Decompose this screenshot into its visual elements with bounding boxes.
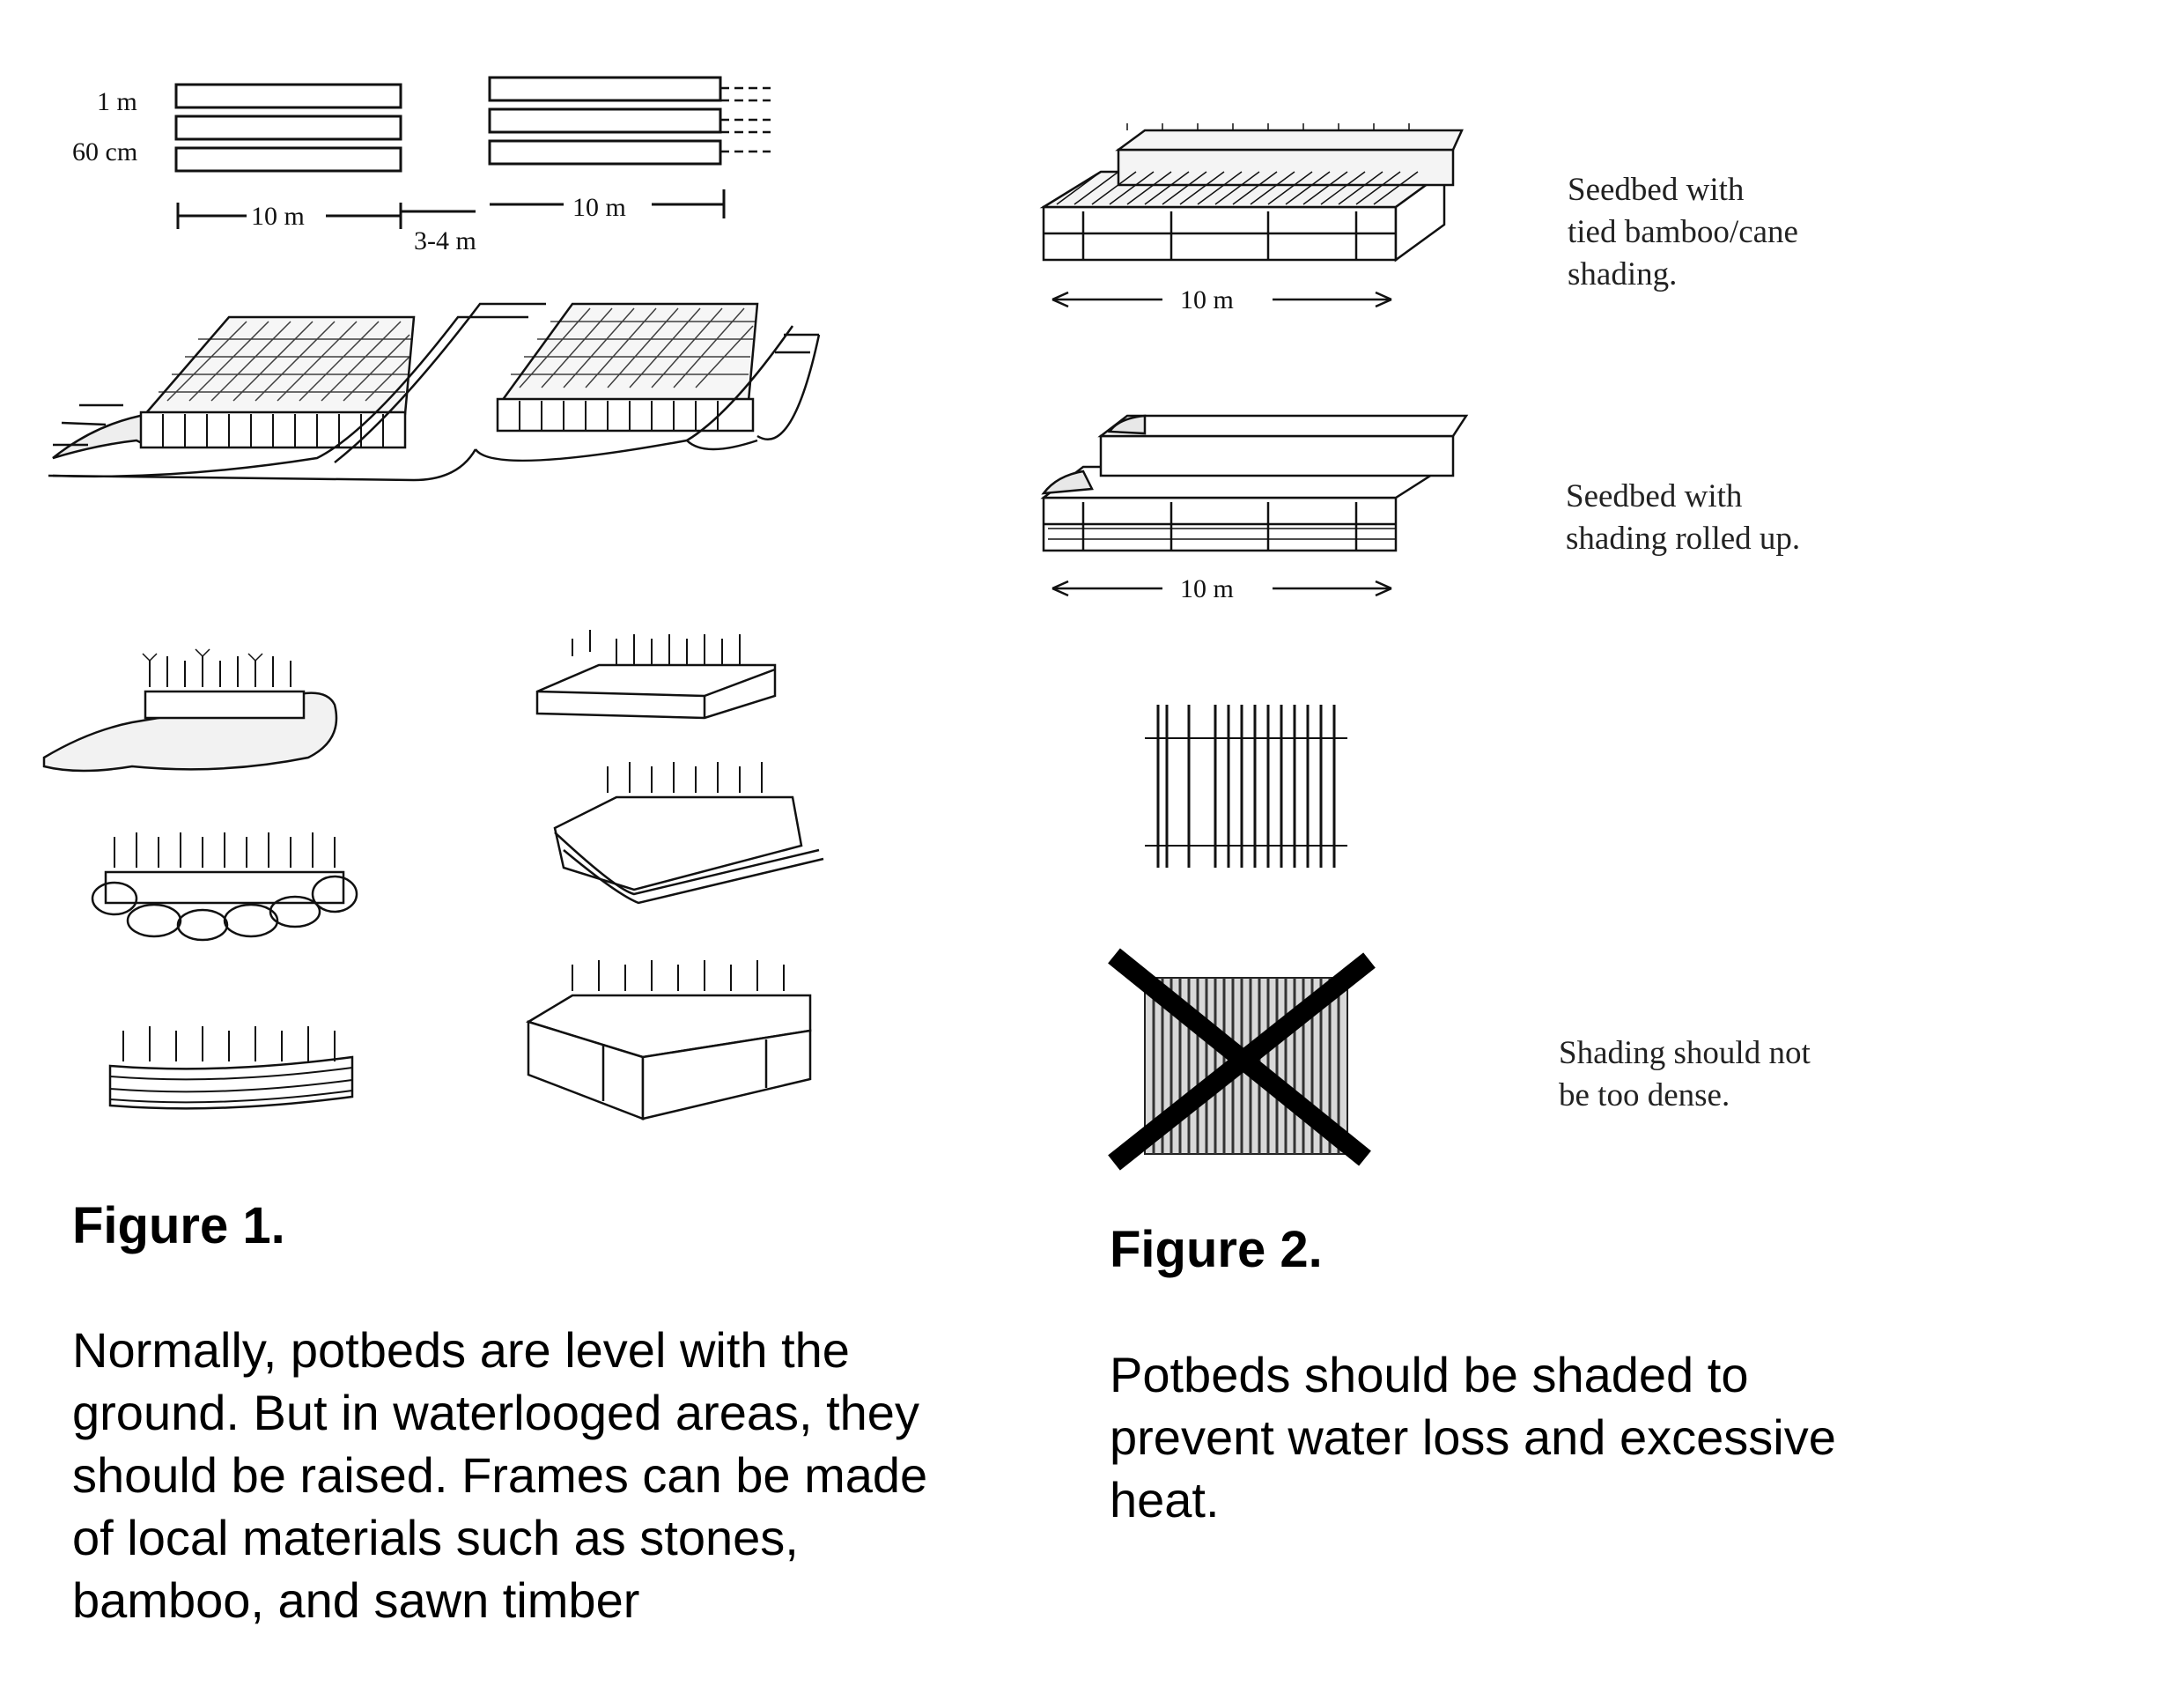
- seedbed-length-bottom-label: 10 m: [1180, 574, 1234, 603]
- figure-2-caption-line-2: prevent water loss and excessive: [1110, 1409, 1836, 1465]
- cross-mark-icon: [1108, 948, 1376, 1171]
- label-too-dense-line-2: be too dense.: [1559, 1077, 1730, 1113]
- label-tied-shading-line-3: shading.: [1568, 256, 1678, 292]
- figure-2-caption-line-1: Potbeds should be shaded to: [1110, 1347, 1749, 1402]
- seedbed-rolled-up-drawing: [1040, 414, 1469, 597]
- bed-length-left-label: 10 m: [251, 202, 305, 231]
- label-rolled-up-line-2: shading rolled up.: [1566, 521, 1801, 557]
- figure-1-caption-line-1: Normally, potbeds are level with the: [72, 1322, 850, 1378]
- label-rolled-up-line-1: Seedbed with: [1566, 478, 1743, 514]
- seedbed-length-top-label: 10 m: [1180, 285, 1234, 314]
- figure-1-caption-line-4: of local materials such as stones,: [72, 1510, 799, 1565]
- bed-length-right-label: 10 m: [572, 193, 626, 222]
- label-too-dense-line-1: Shading should not: [1559, 1035, 1811, 1071]
- bed-gap-label: 60 cm: [72, 137, 137, 166]
- figure-2-caption-line-3: heat.: [1110, 1472, 1220, 1527]
- figure-1-caption: Normally, potbeds are level with the gro…: [72, 1319, 927, 1631]
- path-width-label: 3-4 m: [414, 226, 476, 255]
- figure-1-title: Figure 1.: [72, 1197, 285, 1254]
- label-tied-shading-line-1: Seedbed with: [1568, 172, 1745, 208]
- frame-examples: [42, 630, 824, 1120]
- figure-2-caption: Potbeds should be shaded to prevent wate…: [1110, 1343, 1836, 1531]
- shading-too-dense-drawing: [1108, 948, 1376, 1171]
- figure-2-title: Figure 2.: [1110, 1221, 1323, 1278]
- label-tied-shading-line-2: tied bamboo/cane: [1568, 214, 1798, 250]
- bed-height-label: 1 m: [97, 87, 137, 116]
- figure-1-caption-line-2: ground. But in waterlooged areas, they: [72, 1385, 919, 1440]
- shading-correct-density-drawing: [1145, 705, 1347, 868]
- potbed-perspective-drawing: [48, 302, 821, 482]
- label-tied-shading: Seedbed with tied bamboo/cane shading.: [1568, 169, 1798, 296]
- figure-1-caption-line-3: should be raised. Frames can be made: [72, 1447, 928, 1503]
- bed-plan-view: [174, 76, 771, 229]
- figure-1-caption-line-5: bamboo, and sawn timber: [72, 1572, 640, 1628]
- label-too-dense: Shading should not be too dense.: [1559, 1032, 1811, 1117]
- label-rolled-up: Seedbed with shading rolled up.: [1566, 476, 1800, 560]
- seedbed-tied-shading-drawing: [1039, 123, 1464, 308]
